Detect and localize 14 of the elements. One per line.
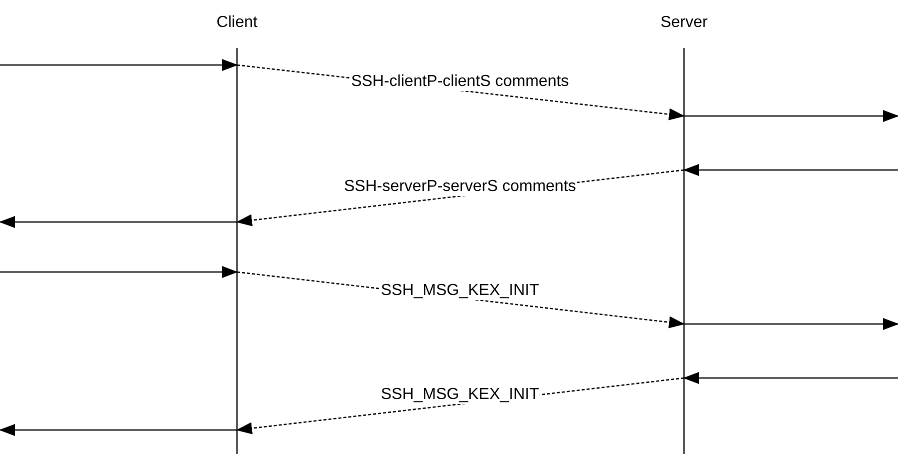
participant-label: Client xyxy=(216,14,258,32)
participant-label: Server xyxy=(659,14,709,32)
message-arrow xyxy=(0,266,238,278)
message-arrow xyxy=(684,110,898,122)
message-label: SSH-serverP-serverS comments xyxy=(342,178,578,196)
message-label: SSH-clientP-clientS comments xyxy=(350,73,570,91)
message-arrow xyxy=(683,164,898,176)
message-arrow xyxy=(0,59,238,71)
message-arrow xyxy=(0,424,237,436)
message-label: SSH_MSG_KEX_INIT xyxy=(380,386,540,404)
message-arrow xyxy=(684,318,898,330)
message-arrow xyxy=(0,216,237,228)
message-arrow xyxy=(683,372,898,384)
message-label: SSH_MSG_KEX_INIT xyxy=(380,282,540,300)
